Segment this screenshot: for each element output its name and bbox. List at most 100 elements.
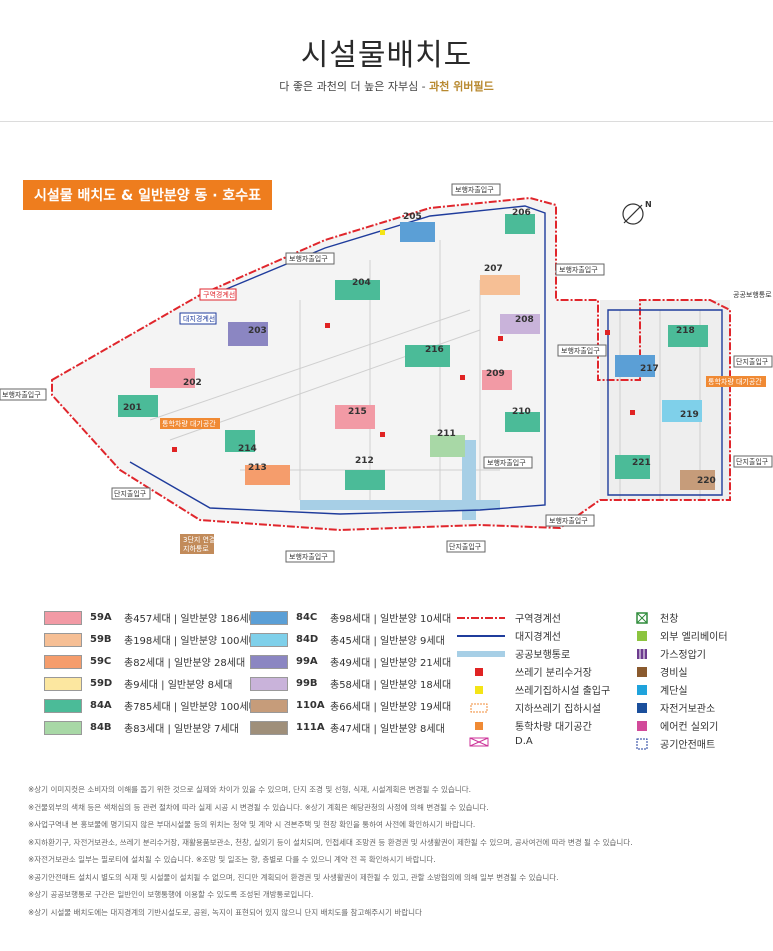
unit-swatch: [44, 654, 82, 669]
legend-unit-84a: 84A 총785세대 | 일반분양 100세대: [44, 698, 258, 713]
callout-entry-right2: 단지출입구: [733, 455, 773, 468]
legend-unit-99b: 99B 총58세대 | 일반분양 18세대: [250, 676, 451, 691]
disclaimer-line: ※상기 공공보행통로 구간은 일반인이 보행통행에 이용할 수 있도록 조성된 …: [28, 890, 314, 899]
legend-unit-99a: 99A 총49세대 | 일반분양 21세대: [250, 654, 451, 669]
subtitle-brand: 과천 위버필드: [429, 80, 494, 93]
callout-ped-mid: 보행자출입구: [557, 344, 607, 357]
building-label: 208: [515, 315, 534, 325]
zone-boundary-line: [51, 196, 731, 532]
unit-swatch: [250, 676, 288, 691]
unit-desc: 총47세대 | 일반분양 8세대: [330, 724, 445, 735]
legend-label: D.A: [515, 736, 533, 747]
callout-ped-bottom: 보행자출입구: [285, 550, 335, 563]
building-block: [482, 370, 512, 390]
unit-swatch: [44, 610, 82, 625]
building-block: [680, 470, 715, 490]
legend-label: 대지경계선: [515, 632, 561, 643]
building-label: 206: [512, 208, 531, 218]
building-number-labels: 201 202 203 204 205 206 207 208 209 210 …: [123, 208, 716, 486]
school-bus-icon: [475, 721, 483, 730]
legend-label: 가스정압기: [660, 650, 706, 661]
unit-swatch: [44, 698, 82, 713]
legend-unit-84d: 84D 총45세대 | 일반분양 9세대: [250, 632, 445, 647]
legend-guard: 경비실: [636, 664, 688, 679]
building-blocks: [118, 214, 715, 490]
waste-gate-marker: [380, 230, 385, 235]
svg-text:통학차량 대기공간: 통학차량 대기공간: [708, 377, 762, 386]
callout-school-bus-right: 통학차량 대기공간: [706, 376, 766, 387]
unit-code: 84B: [90, 722, 112, 733]
svg-text:단지출입구: 단지출입구: [449, 542, 482, 551]
unit-desc: 총82세대 | 일반분양 28세대: [124, 658, 246, 669]
svg-text:단지출입구: 단지출입구: [114, 489, 147, 498]
ac-unit-icon: [637, 720, 647, 731]
site-plan-map: 201 202 203 204 205 206 207 208 209 210 …: [0, 183, 773, 563]
legend-ac: 에어컨 실외기: [636, 718, 718, 733]
legend-label: 에어컨 실외기: [660, 722, 719, 733]
legend-unit-59b: 59B 총198세대 | 일반분양 100세대: [44, 632, 258, 647]
stairwell-icon: [637, 684, 647, 695]
callout-ped-mid2: 보행자출입구: [483, 456, 533, 469]
elevator-icon: [637, 630, 647, 641]
unit-code: 84A: [90, 700, 112, 711]
building-label: 212: [355, 456, 374, 466]
site-line-icon: [457, 634, 505, 637]
building-block: [500, 314, 540, 334]
building-label: 201: [123, 403, 142, 413]
callout-ped-upper-left: 보행자출입구: [285, 252, 335, 265]
unit-swatch: [250, 654, 288, 669]
building-block: [615, 455, 650, 479]
svg-text:보행자출입구: 보행자출입구: [289, 552, 328, 561]
legend-site-line: 대지경계선: [455, 628, 561, 643]
unit-code: 84D: [296, 634, 319, 645]
building-label: 210: [512, 407, 531, 417]
unit-desc: 총198세대 | 일반분양 100세대: [124, 636, 258, 647]
disclaimer-line: ※지하환기구, 자전거보관소, 쓰레기 분리수거장, 재활용품보관소, 천창, …: [28, 837, 633, 847]
unit-desc: 총457세대 | 일반분양 186세대: [124, 614, 258, 625]
svg-text:보행자출입구: 보행자출입구: [561, 346, 600, 355]
legend-unit-110a: 110A 총66세대 | 일반분양 19세대: [250, 698, 451, 713]
map-banner: 시설물 배치도 & 일반분양 동 · 호수표: [23, 180, 272, 210]
building-block: [335, 280, 380, 300]
unit-desc: 총83세대 | 일반분양 7세대: [124, 724, 239, 735]
guardhouse-icon: [637, 666, 647, 677]
building-block: [245, 465, 290, 485]
building-label: 209: [486, 369, 505, 379]
building-block: [480, 275, 520, 295]
legend-waste-gate: 쓰레기집하시설 출입구: [455, 682, 610, 697]
safety-mat-icon: [636, 738, 648, 749]
building-label: 211: [437, 429, 456, 439]
unit-desc: 총45세대 | 일반분양 9세대: [330, 636, 445, 647]
facility-markers: [172, 230, 635, 452]
disclaimer-line: ※공기안전매트 설치시 별도의 식재 및 시설물이 설치될 수 없으며, 진디만…: [28, 872, 559, 882]
svg-text:보행자출입구: 보행자출입구: [549, 516, 588, 525]
skylight-icon: [636, 611, 648, 624]
disclaimer-line: ※사업구역내 본 홍보물에 명기되지 않은 부대시설물 등의 위치는 청약 및 …: [28, 820, 476, 829]
legend-bike: 자전거보관소: [636, 700, 715, 715]
callout-entry-left: 단지출입구: [111, 487, 151, 500]
callout-ped-top: 보행자출입구: [451, 183, 501, 196]
legend-gas: 가스정압기: [636, 646, 706, 661]
north-compass: N: [622, 200, 652, 225]
building-block: [225, 430, 255, 452]
building-block: [405, 345, 450, 367]
legend-label: 공기안전매트: [660, 740, 716, 751]
svg-text:보행자출입구: 보행자출입구: [559, 265, 598, 274]
map-callouts: 보행자출입구 보행자출입구 구역경계선 대지경계선 보행자출입구 보행자출입구 …: [0, 183, 773, 563]
svg-text:보행자출입구: 보행자출입구: [455, 185, 494, 194]
building-block: [615, 355, 655, 377]
da-icon: [469, 737, 489, 746]
waste-marker: [380, 432, 385, 437]
unit-swatch: [250, 610, 288, 625]
svg-text:보행자출입구: 보행자출입구: [289, 254, 328, 263]
building-label: 218: [676, 326, 695, 336]
unit-code: 99B: [296, 678, 318, 689]
legend-label: 자전거보관소: [660, 704, 716, 715]
legend-unit-111a: 111A 총47세대 | 일반분양 8세대: [250, 720, 445, 735]
page-title: 시설물배치도: [300, 38, 473, 73]
legend-unit-84b: 84B 총83세대 | 일반분양 7세대: [44, 720, 239, 735]
svg-text:대지경계선: 대지경계선: [183, 314, 215, 323]
building-block: [228, 322, 268, 346]
unit-code: 59A: [90, 612, 112, 623]
legend-public-ped: 공공보행통로: [455, 646, 570, 661]
